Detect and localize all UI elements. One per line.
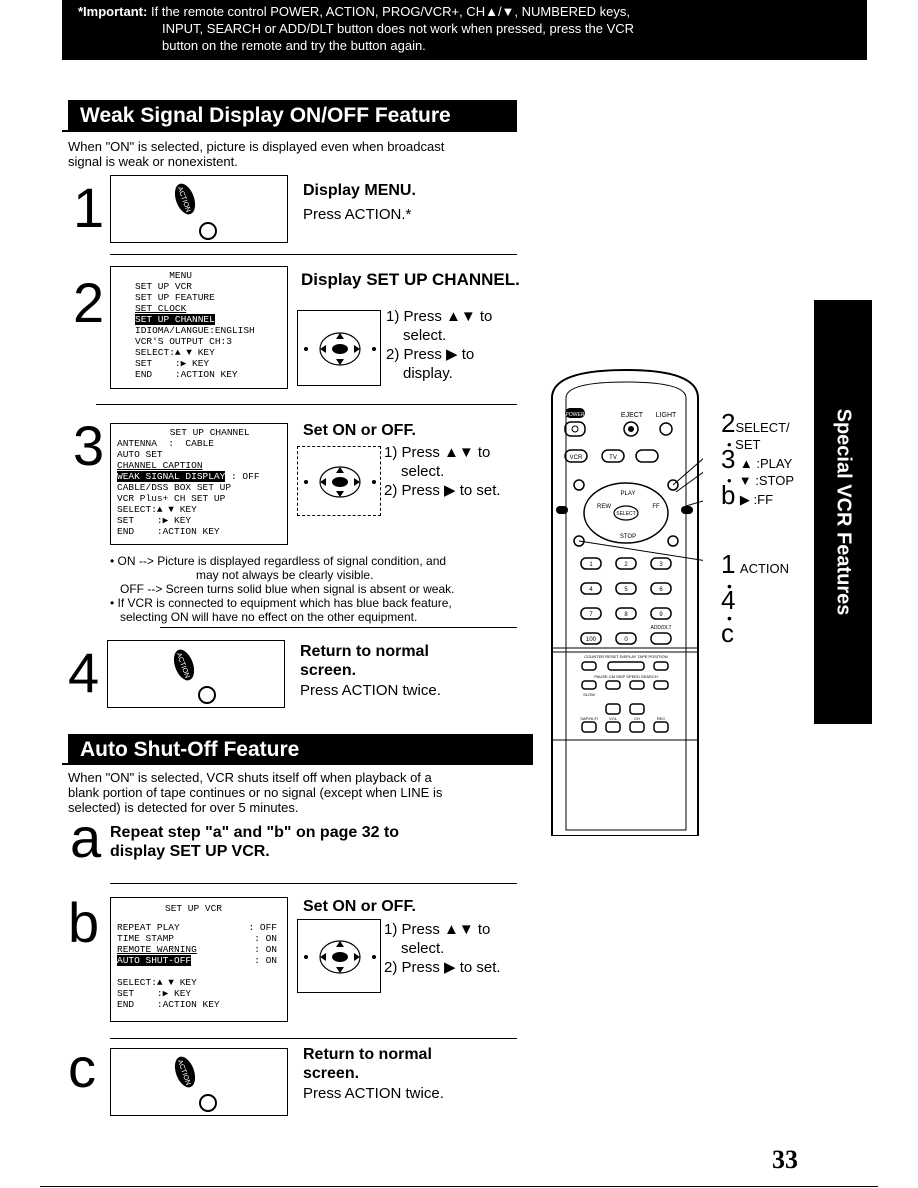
auto-title-rule bbox=[62, 763, 517, 765]
svg-text:FF: FF bbox=[652, 504, 660, 510]
divider bbox=[110, 1038, 517, 1039]
svg-text:VCR: VCR bbox=[570, 455, 583, 461]
svg-text:STOP: STOP bbox=[620, 534, 636, 540]
callout-dot: • bbox=[727, 578, 732, 594]
svg-text:7: 7 bbox=[589, 612, 593, 618]
highlighted-menu-item: SET UP CHANNEL bbox=[135, 314, 215, 325]
callout-4: 4 bbox=[721, 585, 736, 615]
weak-signal-title: Weak Signal Display ON/OFF Feature bbox=[68, 100, 517, 131]
step-4-instruction: Press ACTION twice. bbox=[300, 682, 441, 699]
svg-text:PAUSE CM SKIP SPEED SEARCH: PAUSE CM SKIP SPEED SEARCH bbox=[594, 674, 657, 679]
svg-text:9: 9 bbox=[659, 612, 663, 618]
step-3-heading: Set ON or OFF. bbox=[303, 422, 416, 439]
step-b-letter: b bbox=[68, 891, 100, 954]
svg-text:REC: REC bbox=[657, 716, 666, 721]
svg-text:VOL: VOL bbox=[609, 716, 618, 721]
callout-play-stop: 3 ▲ :PLAY • ▼ :STOP bbox=[721, 444, 795, 488]
svg-text:SELECT: SELECT bbox=[616, 511, 635, 517]
highlighted-menu-item: AUTO SHUT-OFF bbox=[117, 955, 192, 966]
callout-action: 1 ACTION bbox=[721, 549, 790, 579]
section-side-tab: Special VCR Features bbox=[814, 300, 872, 724]
callout-select-set: 2SELECT/ • SET bbox=[721, 408, 790, 452]
step-2-number: 2 bbox=[73, 271, 105, 334]
setup-vcr-screen: SET UP VCR REPEAT PLAY: OFF TIME STAMP: … bbox=[110, 897, 288, 1022]
step-b-heading: Set ON or OFF. bbox=[303, 898, 416, 915]
banner-line-1: If the remote control POWER, ACTION, PRO… bbox=[150, 4, 630, 19]
step-1-heading: Display MENU. bbox=[303, 182, 416, 199]
page-number: 33 bbox=[772, 1145, 798, 1174]
setup-menu-screen: MENU SET UP VCR SET UP FEATURE SET CLOCK… bbox=[110, 266, 288, 389]
step-a-letter: a bbox=[70, 806, 102, 869]
svg-text:4: 4 bbox=[589, 587, 593, 593]
divider bbox=[96, 404, 517, 405]
step-c-letter: c bbox=[68, 1036, 96, 1099]
svg-text:TV: TV bbox=[609, 455, 617, 461]
step-3-number: 3 bbox=[73, 414, 105, 477]
divider bbox=[110, 254, 517, 255]
svg-text:PLAY: PLAY bbox=[621, 491, 636, 497]
weak-title-rule bbox=[62, 130, 517, 132]
svg-text:8: 8 bbox=[624, 612, 628, 618]
action-button-illustration: ACTION bbox=[110, 175, 288, 243]
svg-text:3: 3 bbox=[659, 562, 663, 568]
dpad-icon bbox=[304, 332, 376, 366]
divider bbox=[110, 883, 517, 884]
step-2-heading: Display SET UP CHANNEL. bbox=[301, 270, 520, 289]
svg-text:CH: CH bbox=[634, 716, 640, 721]
step-2-instructions: 1) Press ▲▼ to select. 2) Press ▶ to dis… bbox=[386, 308, 493, 382]
svg-text:1: 1 bbox=[589, 562, 593, 568]
svg-text:0: 0 bbox=[624, 637, 628, 643]
step-c-instruction: Press ACTION twice. bbox=[303, 1085, 444, 1102]
notes: • ON --> Picture is displayed regardless… bbox=[110, 554, 455, 624]
divider bbox=[160, 627, 517, 628]
step-3-instructions: 1) Press ▲▼ to select. 2) Press ▶ to set… bbox=[384, 444, 501, 499]
step-b-instructions: 1) Press ▲▼ to select. 2) Press ▶ to set… bbox=[384, 921, 501, 976]
callout-dot: • bbox=[727, 610, 732, 626]
svg-text:100: 100 bbox=[586, 637, 597, 643]
action-button-illustration: ACTION bbox=[107, 640, 285, 708]
svg-text:POWER: POWER bbox=[566, 412, 585, 418]
svg-text:REW: REW bbox=[597, 504, 611, 510]
important-banner: *Important: If the remote control POWER,… bbox=[62, 0, 867, 60]
footer-rule bbox=[40, 1186, 878, 1187]
svg-text:6: 6 bbox=[659, 587, 663, 593]
action-button-icon: ACTION bbox=[174, 1056, 217, 1112]
svg-text:LIGHT: LIGHT bbox=[656, 412, 677, 419]
dpad-icon bbox=[304, 940, 376, 974]
callout-c: c bbox=[721, 618, 734, 648]
highlighted-menu-item: WEAK SIGNAL DISPLAY bbox=[117, 471, 226, 482]
action-button-icon: ACTION bbox=[174, 183, 217, 240]
dpad-illustration bbox=[297, 919, 381, 993]
important-label: *Important: bbox=[78, 4, 148, 19]
auto-shutoff-title: Auto Shut-Off Feature bbox=[68, 734, 533, 765]
step-1-instruction: Press ACTION.* bbox=[303, 206, 412, 223]
remote-control-icon: POWER EJECT LIGHT VCR TV SELECT PLAY STO… bbox=[551, 368, 721, 837]
weak-description: When "ON" is selected, picture is displa… bbox=[68, 139, 445, 169]
svg-text:SAP/Hi-Fi: SAP/Hi-Fi bbox=[580, 716, 598, 721]
dpad-illustration bbox=[297, 310, 381, 386]
remote-control-illustration: POWER EJECT LIGHT VCR TV SELECT PLAY STO… bbox=[548, 368, 721, 837]
svg-text:EJECT: EJECT bbox=[621, 412, 644, 419]
svg-text:SLOW: SLOW bbox=[583, 692, 595, 697]
step-4-number: 4 bbox=[68, 641, 100, 704]
auto-description: When "ON" is selected, VCR shuts itself … bbox=[68, 770, 443, 815]
setup-channel-screen: SET UP CHANNEL ANTENNA : CABLE AUTO SET … bbox=[110, 423, 288, 545]
svg-text:COUNTER RESET DISPLAY TAPE P: COUNTER RESET DISPLAY TAPE POSITION bbox=[584, 654, 667, 659]
dpad-icon bbox=[304, 466, 376, 498]
step-1-number: 1 bbox=[73, 176, 105, 239]
dpad-illustration bbox=[297, 446, 381, 516]
svg-text:5: 5 bbox=[624, 587, 628, 593]
action-button-illustration: ACTION bbox=[110, 1048, 288, 1116]
action-button-icon: ACTION bbox=[173, 649, 216, 704]
callout-ff: b ▶ :FF bbox=[721, 480, 774, 510]
banner-line-2: INPUT, SEARCH or ADD/DLT button does not… bbox=[162, 21, 635, 36]
banner-line-3: button on the remote and try the button … bbox=[162, 38, 426, 53]
svg-text:ADD/DLT: ADD/DLT bbox=[650, 625, 671, 631]
svg-text:2: 2 bbox=[624, 562, 628, 568]
